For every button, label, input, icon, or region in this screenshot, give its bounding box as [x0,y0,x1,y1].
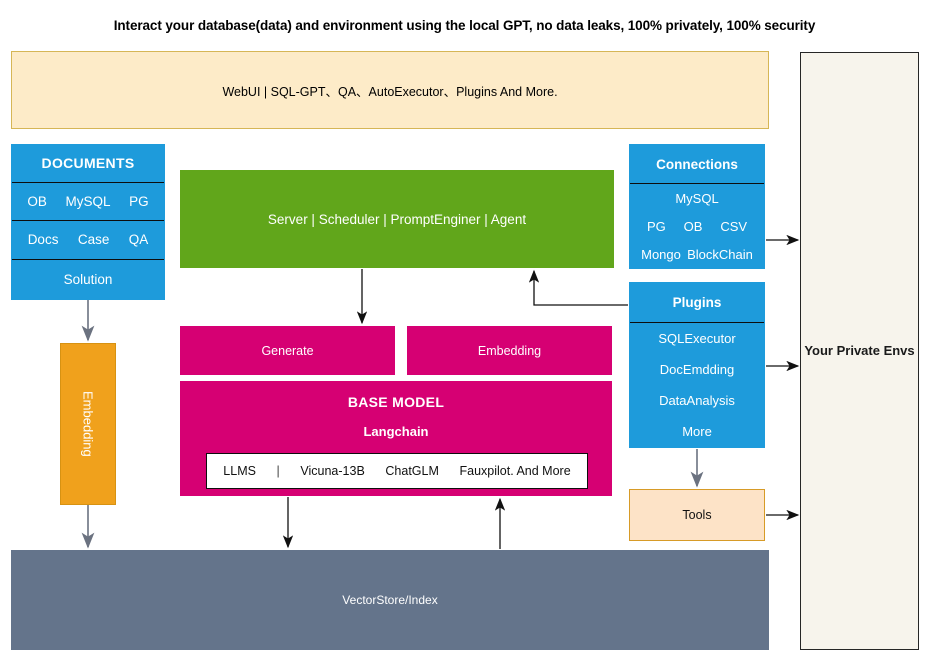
connections-item-blockchain: BlockChain [687,246,753,262]
embedding-column-label: Embedding [80,391,96,457]
documents-item-ob: OB [27,193,47,209]
llms-model-vicuna: Vicuna-13B [300,464,365,478]
plugins-item-sqlexecutor: SQLExecutor [658,331,736,346]
tools-box: Tools [629,489,765,541]
connections-panel: Connections MySQL PG OB CSV Mongo BlockC… [629,144,765,269]
generate-label: Generate [261,343,314,358]
documents-item-docs: Docs [27,232,59,248]
plugins-panel: Plugins SQLExecutor DocEmdding DataAnaly… [629,282,765,448]
vectorstore-panel: VectorStore/Index [11,550,769,650]
connections-row-3: Mongo BlockChain [630,240,764,268]
documents-row-solution: Solution [12,260,164,299]
documents-row-databases: OB MySQL PG [12,183,164,222]
llms-label: LLMS [223,464,256,478]
base-model-title: BASE MODEL [347,394,445,410]
documents-item-mysql: MySQL [65,193,111,209]
connections-item-csv: CSV [720,218,748,234]
plugins-item-docemdding: DocEmdding [659,362,735,377]
plugins-header: Plugins [630,283,764,323]
plugins-item-dataanalysis: DataAnalysis [659,393,735,408]
documents-item-qa: QA [128,232,149,248]
connections-item-mysql: MySQL [675,190,719,206]
documents-panel: DOCUMENTS OB MySQL PG Docs Case QA Solut… [11,144,165,300]
base-model-subtitle: Langchain [363,424,429,439]
server-panel: Server | Scheduler | PromptEnginer | Age… [180,170,614,268]
private-envs-label: Your Private Envs [804,343,915,359]
documents-header: DOCUMENTS [12,145,164,183]
documents-item-pg: PG [129,193,149,209]
connections-row-1: MySQL [630,184,764,212]
vectorstore-label: VectorStore/Index [342,593,438,607]
connections-row-2: PG OB CSV [630,212,764,240]
documents-row-content: Docs Case QA [12,221,164,260]
llms-strip: LLMS | Vicuna-13B ChatGLM Fauxpilot. And… [206,453,588,489]
webui-label: WebUI | SQL-GPT、QA、AutoExecutor、Plugins … [222,84,558,99]
embedding-box: Embedding [407,326,612,375]
generate-box: Generate [180,326,395,375]
documents-item-solution: Solution [63,271,113,287]
embedding-box-label: Embedding [477,343,542,358]
plugins-item-more: More [682,424,712,439]
embedding-column: Embedding [60,343,116,505]
llms-model-chatglm: ChatGLM [385,464,439,478]
connections-item-mongo: Mongo [641,246,681,262]
llms-separator: | [276,464,280,478]
server-label: Server | Scheduler | PromptEnginer | Age… [267,211,527,227]
private-envs-panel: Your Private Envs [800,52,919,650]
llms-model-fauxpilot: Fauxpilot. And More [459,464,571,478]
tools-label: Tools [682,508,712,522]
connections-item-pg: PG [646,218,666,234]
webui-banner: WebUI | SQL-GPT、QA、AutoExecutor、Plugins … [11,51,769,129]
base-model-panel: BASE MODEL Langchain LLMS | Vicuna-13B C… [180,381,612,496]
page-title: Interact your database(data) and environ… [113,18,816,33]
connections-header: Connections [630,145,764,184]
documents-item-case: Case [77,232,110,248]
connections-item-ob: OB [683,218,703,234]
